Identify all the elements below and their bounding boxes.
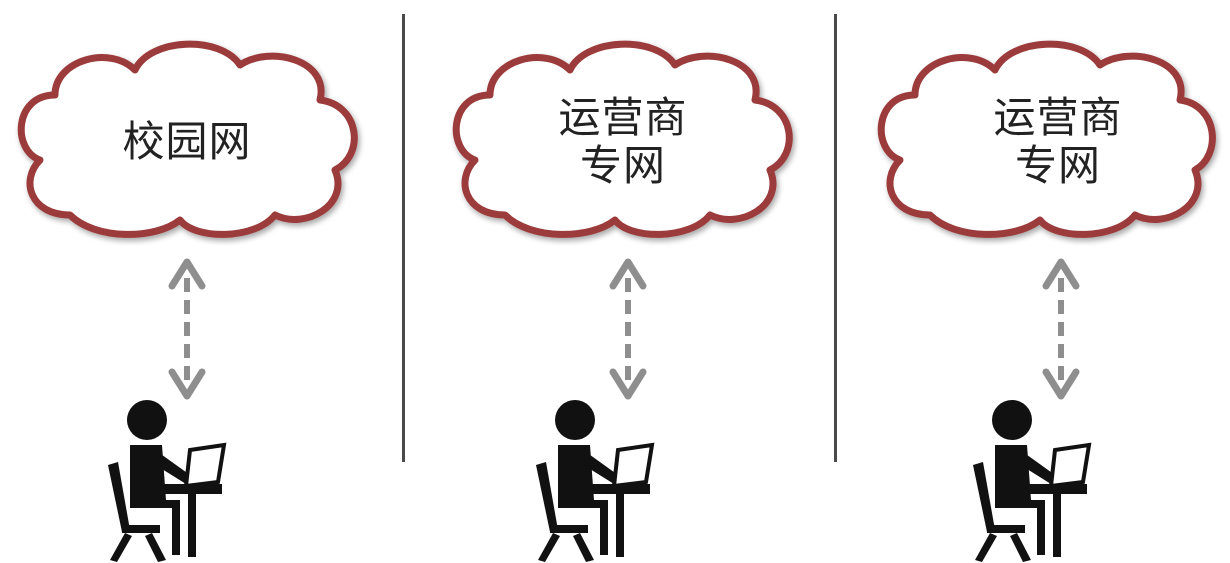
panel-carrier-network-2: 运营商 专网 [820,0,1230,563]
cloud-label-line-2: 专网 [579,141,666,190]
bidirectional-dashed-arrow [168,258,206,400]
panel-graphics [877,40,1216,562]
cloud-label-line-1: 校园网 [122,117,252,166]
cloud-icon [17,40,358,238]
panel-carrier-network-1: 运营商 专网 [420,0,830,563]
panel-graphics [452,40,793,562]
cloud-label-line-1: 运营商 [558,93,688,142]
cloud-label-line-1: 运营商 [993,93,1123,142]
bidirectional-dashed-arrow [1042,258,1080,400]
panel-graphics [17,40,358,562]
panel-campus-network: 校园网 [0,0,410,563]
cloud-label-line-2: 专网 [1014,141,1101,190]
cloud-label: 校园网 [87,118,287,166]
user-at-laptop-icon [973,400,1092,562]
cloud-label: 运营商 专网 [958,94,1158,190]
cloud-icon [877,40,1216,238]
divider-line [834,14,837,462]
cloud-label: 运营商 专网 [523,94,723,190]
bidirectional-dashed-arrow [609,258,647,400]
user-at-laptop-icon [536,400,655,562]
user-at-laptop-icon [108,400,227,562]
cloud-icon [452,40,793,238]
divider-line [402,14,405,462]
